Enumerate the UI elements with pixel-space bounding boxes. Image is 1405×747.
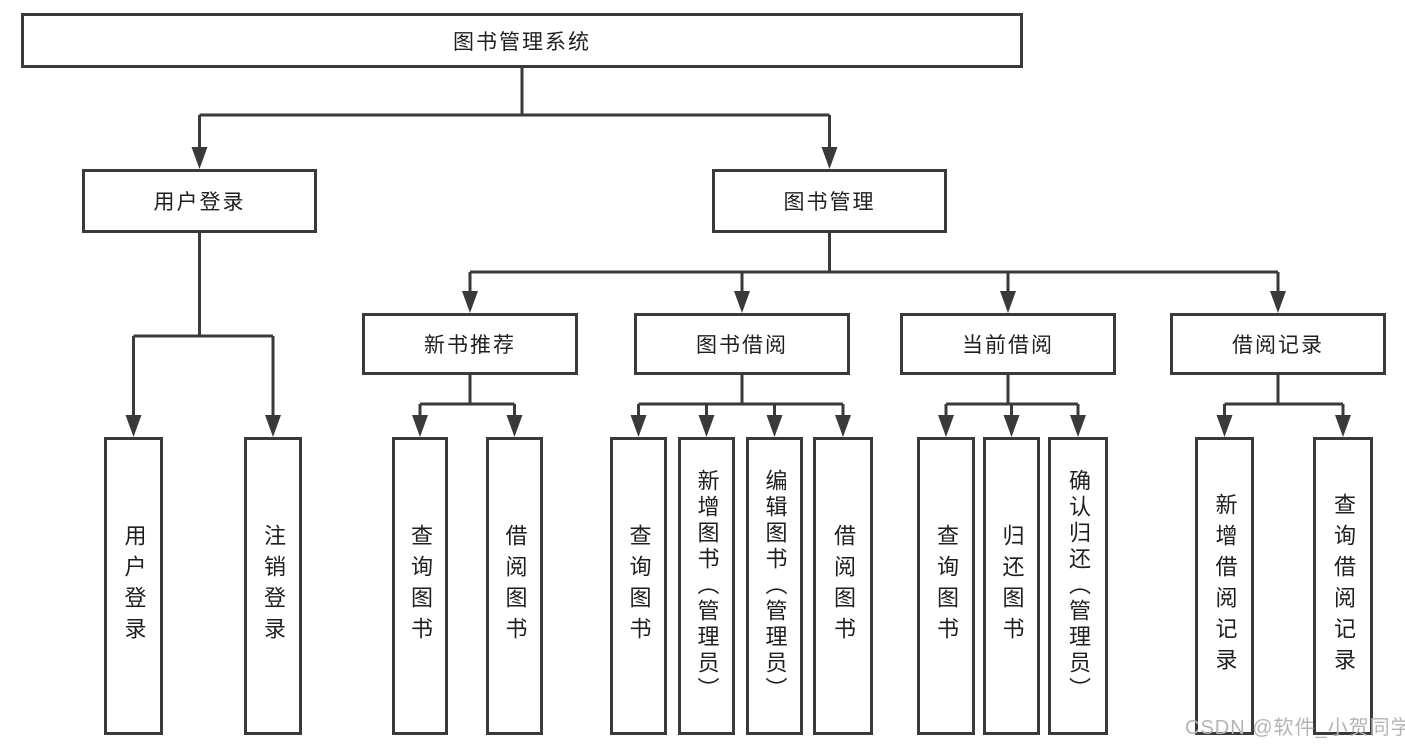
leaf-br-query-record-label: 查询借阅记录 <box>1331 493 1356 679</box>
node-new-book-recommend: 新书推荐 <box>362 313 578 375</box>
node-user-login-label: 用户登录 <box>153 191 246 214</box>
leaf-cb-confirm-return-admin: 确认归还（管理员） <box>1048 437 1108 735</box>
node-root: 图书管理系统 <box>21 13 1023 68</box>
leaf-bb-add-books-admin-label: 新增图书（管理员） <box>694 469 720 703</box>
leaf-br-query-record: 查询借阅记录 <box>1313 437 1373 735</box>
leaf-nb-borrow-books-label: 借阅图书 <box>502 524 528 648</box>
node-borrow-records-label: 借阅记录 <box>1232 334 1324 357</box>
leaf-bb-edit-books-admin: 编辑图书（管理员） <box>746 437 803 735</box>
leaf-user-login-label: 用户登录 <box>121 524 147 648</box>
leaf-nb-query-books-label: 查询图书 <box>408 524 433 648</box>
leaf-nb-borrow-books: 借阅图书 <box>486 437 543 735</box>
leaf-cb-query-books: 查询图书 <box>917 437 975 735</box>
leaf-cb-confirm-return-admin-label: 确认归还（管理员） <box>1066 469 1091 703</box>
leaf-bb-borrow-books: 借阅图书 <box>813 437 873 735</box>
leaf-br-add-record: 新增借阅记录 <box>1195 437 1254 735</box>
node-book-borrow-label: 图书借阅 <box>696 334 788 357</box>
node-root-label: 图书管理系统 <box>453 30 591 54</box>
arrowheads <box>125 147 1351 437</box>
node-current-borrow-label: 当前借阅 <box>962 334 1054 357</box>
leaf-cb-return-books: 归还图书 <box>983 437 1040 735</box>
node-book-management-label: 图书管理 <box>783 191 876 214</box>
leaf-bb-query-books-label: 查询图书 <box>626 524 652 648</box>
watermark: CSDN @软件_小贺同学 <box>1185 717 1405 739</box>
leaf-user-login: 用户登录 <box>104 437 163 735</box>
leaf-cb-query-books-label: 查询图书 <box>934 524 959 648</box>
leaf-cb-return-books-label: 归还图书 <box>999 524 1025 648</box>
leaf-bb-add-books-admin: 新增图书（管理员） <box>678 437 735 735</box>
node-user-login: 用户登录 <box>82 169 317 233</box>
node-borrow-records: 借阅记录 <box>1170 313 1386 375</box>
leaf-bb-query-books: 查询图书 <box>610 437 667 735</box>
node-book-management: 图书管理 <box>712 169 947 233</box>
node-new-book-recommend-label: 新书推荐 <box>424 334 516 357</box>
node-current-borrow: 当前借阅 <box>900 313 1116 375</box>
leaf-bb-edit-books-admin-label: 编辑图书（管理员） <box>762 469 788 703</box>
leaf-br-add-record-label: 新增借阅记录 <box>1212 493 1238 679</box>
leaf-bb-borrow-books-label: 借阅图书 <box>831 524 856 648</box>
leaf-logout-label: 注销登录 <box>261 524 286 648</box>
leaf-nb-query-books: 查询图书 <box>392 437 448 735</box>
node-book-borrow: 图书借阅 <box>634 313 850 375</box>
leaf-logout: 注销登录 <box>244 437 302 735</box>
